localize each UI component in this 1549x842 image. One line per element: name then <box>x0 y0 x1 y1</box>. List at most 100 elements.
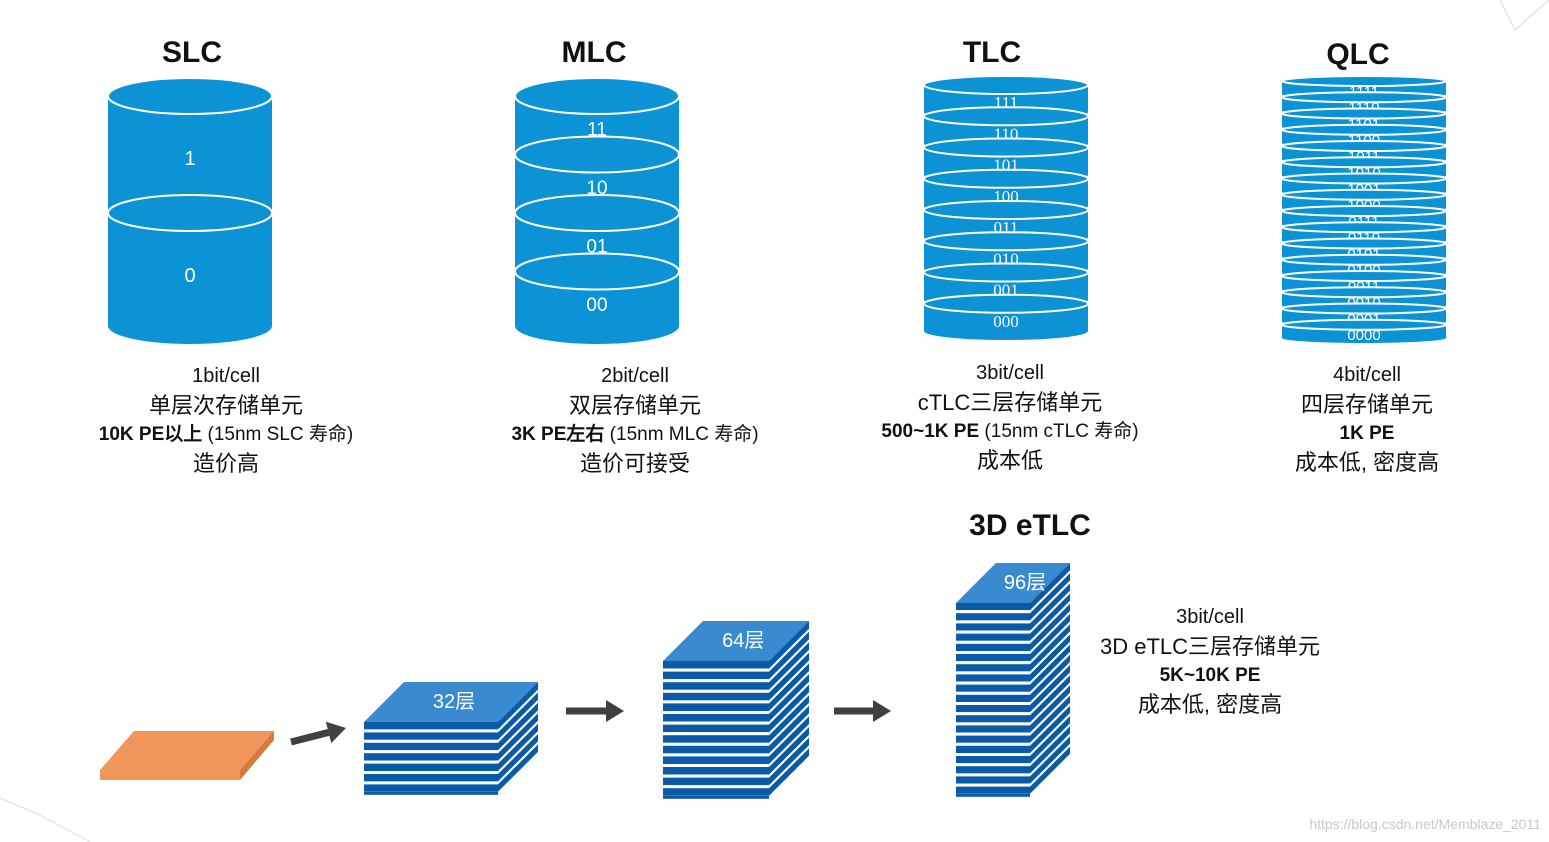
tlc-layer-top <box>923 293 1089 314</box>
stack-64-layer <box>663 788 769 796</box>
stack-64-layer-gap <box>663 711 769 714</box>
tlc-value-label: 000 <box>993 312 1019 331</box>
qlc-endurance: 1K PE <box>1197 419 1537 448</box>
stack-96-layer <box>956 613 1030 621</box>
stack-96-layer-gap <box>956 783 1030 787</box>
stack-64-layer <box>663 703 769 711</box>
tlc-endurance: 500~1K PE (15nm cTLC 寿命) <box>840 417 1180 446</box>
stack-64-layer-gap <box>663 753 769 757</box>
qlc-layer-top <box>1281 172 1447 185</box>
stack-96-layer-gap <box>956 661 1030 665</box>
stack-64-side-layer <box>769 705 809 754</box>
stack-96-side-layer <box>1030 665 1070 713</box>
slc-layer-top <box>107 194 273 232</box>
stack-64-side-layer <box>769 631 809 680</box>
stack-96-layer-gap <box>956 681 1030 685</box>
arrow-2-head <box>606 700 624 722</box>
tlc-layer-top <box>923 75 1089 95</box>
stack-64-layer <box>663 767 769 775</box>
base-plate-top <box>100 731 274 770</box>
stack-96-layer-gap <box>956 712 1030 716</box>
mlc-layer-top <box>514 135 680 174</box>
stack-32-side-layer <box>498 734 538 782</box>
slc-cell-type: 单层次存储单元 <box>148 393 303 418</box>
stack-64-layer-gap <box>663 700 769 704</box>
stack-96-side-layer <box>1030 644 1070 692</box>
stack-96-layer-gap <box>956 640 1030 644</box>
stack-96-layer <box>956 643 1030 651</box>
stack-64-layer <box>663 714 769 722</box>
stack-96-layer <box>956 684 1030 692</box>
stack-96-layer-gap <box>956 753 1030 756</box>
stack-32-top-face <box>364 682 538 722</box>
stack-64-layer-gap <box>663 689 769 693</box>
mlc-value-label: 10 <box>586 178 607 199</box>
mlc-layer-top <box>514 77 680 115</box>
stack-64-side-layer <box>769 652 809 701</box>
stack-96-layer <box>956 654 1030 662</box>
slc-title: SLC <box>162 36 222 69</box>
stack-64-layer-gap <box>663 721 769 725</box>
tlc-pe-note: (15nm cTLC 寿命) <box>979 421 1139 442</box>
stack-96-side-layer <box>1030 716 1070 764</box>
stack-96-side-layer <box>1030 746 1070 794</box>
stack-32-layer-gap <box>364 760 498 764</box>
stack-64-side-layer <box>769 663 809 711</box>
stack-96-side-layer <box>1030 675 1070 723</box>
stack-96-layer-gap <box>956 630 1030 634</box>
qlc-pe: 1K PE <box>1339 423 1395 444</box>
mlc-endurance: 3K PE左右 (15nm MLC 寿命) <box>465 420 805 449</box>
tlc-title: TLC <box>962 36 1022 69</box>
stack-32-layer-gap <box>364 739 498 743</box>
mlc-pe-note: (15nm MLC 寿命) <box>604 424 759 445</box>
stack-96-side-layer <box>1030 593 1070 641</box>
stack-96-layer <box>956 694 1030 702</box>
slc-pe-note: (15nm SLC 寿命) <box>202 424 354 445</box>
tlc-layer <box>924 303 1088 340</box>
stack-64-layer-gap <box>663 679 769 683</box>
etlc-pe: 5K~10K PE <box>1159 665 1261 686</box>
stack-96-layer <box>956 786 1030 794</box>
tlc-layer-top <box>923 168 1089 189</box>
stack-64-layer <box>663 692 769 701</box>
qlc-layer-top <box>1281 140 1447 152</box>
stack-96-bottom-edge <box>956 793 1030 797</box>
stack-64-layer <box>663 682 769 690</box>
stack-64-side-layer <box>769 621 809 669</box>
stack-32-layer-gap <box>364 750 498 754</box>
stack-96-layer <box>956 725 1030 733</box>
qlc-layer-top <box>1281 221 1447 234</box>
stack-96-layer-gap <box>956 610 1030 614</box>
stack-96-side-layer <box>1030 736 1070 784</box>
stack-64-layer <box>663 777 769 786</box>
stack-64-layer-gap <box>663 668 769 672</box>
mlc-layer <box>515 271 679 344</box>
tlc-layer-top <box>923 231 1089 252</box>
base-plate-front <box>100 770 240 780</box>
qlc-bits: 4bit/cell <box>1333 364 1401 386</box>
stack-32-layer <box>364 742 498 751</box>
stack-96-layer <box>956 633 1030 641</box>
slc-layer <box>108 96 272 227</box>
qlc-title: QLC <box>1326 38 1390 71</box>
qlc-layer-top <box>1281 188 1447 201</box>
etlc-endurance: 5K~10K PE <box>1040 661 1380 690</box>
qlc-layer-top <box>1281 237 1447 250</box>
stack-32-label: 32层 <box>433 691 475 713</box>
mlc-value-label: 00 <box>586 295 607 316</box>
tlc-description: 3bit/cell cTLC三层存储单元 500~1K PE (15nm cTL… <box>840 359 1180 475</box>
stack-32-side-layer <box>498 723 538 771</box>
slc-layer <box>108 213 272 344</box>
stack-32-layer <box>364 784 498 792</box>
stack-64-side-layer <box>769 737 809 786</box>
stack-64-layer-gap <box>663 764 769 767</box>
stack-96-side-layer <box>1030 603 1070 651</box>
watermark: https://blog.csdn.net/Memblaze_2011 <box>1309 816 1541 832</box>
mlc-pe: 3K PE左右 <box>511 424 605 445</box>
stack-32-layer <box>364 732 498 740</box>
stack-32-bottom-edge <box>364 791 498 795</box>
stack-96-label: 96层 <box>1004 572 1046 594</box>
slc-value-label: 1 <box>184 148 195 170</box>
qlc-layer-top <box>1281 107 1447 120</box>
